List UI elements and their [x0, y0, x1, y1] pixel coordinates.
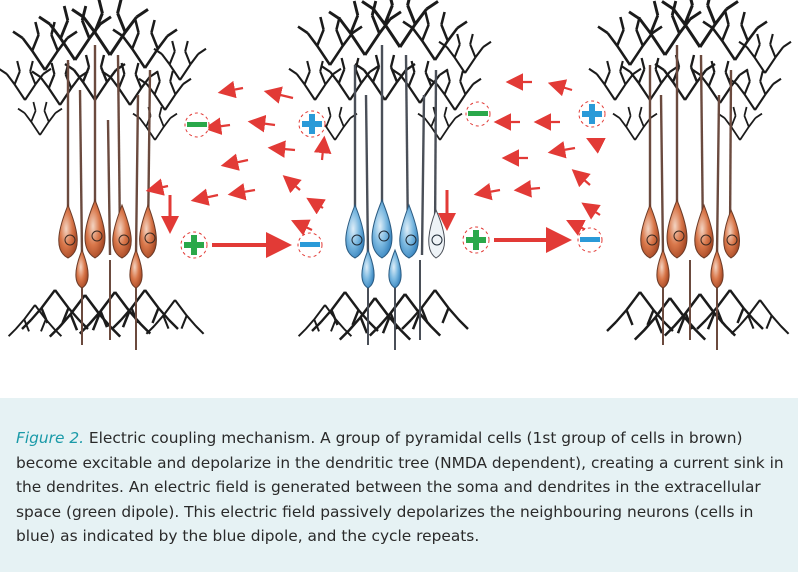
minus-green-icon-right — [465, 101, 491, 127]
blue-cells-middle — [287, 0, 493, 350]
figure-caption: Figure 2. Electric coupling mechanism. A… — [16, 426, 784, 549]
caption-panel: Figure 2. Electric coupling mechanism. A… — [0, 398, 798, 572]
brown-cells-left — [0, 0, 208, 350]
field-arrows-left — [145, 80, 332, 236]
plus-green-icon-left — [180, 231, 208, 259]
minus-green-icon-left — [184, 112, 210, 138]
field-arrows-right — [473, 73, 606, 236]
dipole-arrow-right-head — [546, 227, 572, 253]
figure-label: Figure 2. — [16, 429, 85, 447]
minus-blue-icon-right — [577, 227, 603, 253]
neuron-illustration — [0, 0, 793, 350]
plus-blue-icon-middle — [298, 110, 326, 138]
dipole-arrow-left-head — [266, 232, 292, 258]
caption-text: Electric coupling mechanism. A group of … — [16, 429, 784, 546]
plus-blue-icon-right — [578, 100, 606, 128]
plus-green-icon-right — [462, 226, 490, 254]
minus-blue-icon-middle — [297, 232, 323, 258]
brown-cells-right — [587, 0, 793, 350]
